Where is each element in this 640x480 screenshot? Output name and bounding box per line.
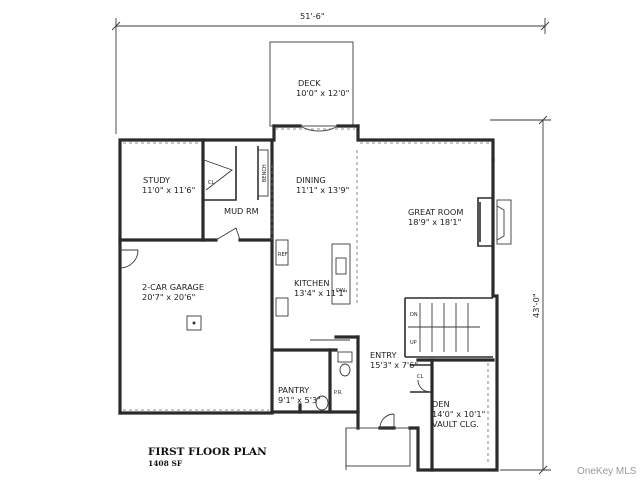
dining-label: DINING: [296, 175, 326, 185]
plan-title: FIRST FLOOR PLAN: [148, 446, 267, 458]
depth-dimension-label: 43'-0": [531, 293, 541, 318]
stair-down-label: DN: [410, 312, 418, 318]
dashed-lines: [123, 128, 490, 465]
entry-closet-label: CL: [417, 374, 423, 380]
refrigerator-label: REF: [278, 252, 288, 258]
width-dimension: 51'-6": [111, 11, 550, 134]
deck-size: 10'0" x 12'0": [296, 88, 349, 98]
plan-area: 1408 SF: [148, 459, 183, 468]
kitchen-label: KITCHEN: [294, 278, 329, 288]
study-label: STUDY: [143, 175, 171, 185]
great-room-size: 18'9" x 18'1": [408, 217, 461, 227]
doors-fixtures: [119, 125, 480, 470]
entry-label: ENTRY: [370, 350, 397, 360]
deck-outline: [269, 41, 354, 127]
dining-size: 11'1" x 13'9": [296, 185, 349, 195]
watermark: OneKey MLS: [577, 466, 637, 477]
den-size: 14'0" x 10'1": [432, 409, 485, 419]
pantry-size: 9'1" x 5'3": [278, 395, 321, 405]
powder-room-label: P.R.: [334, 390, 343, 396]
den-note: VAULT CLG.: [432, 419, 479, 429]
garage-label: 2-CAR GARAGE: [142, 282, 204, 292]
exterior-walls: [118, 124, 499, 472]
depth-dimension: 43'-0": [490, 115, 551, 475]
stair-up-label: UP: [410, 340, 417, 346]
deck-label: DECK: [298, 78, 321, 88]
width-dimension-label: 51'-6": [300, 11, 325, 21]
title-block: FIRST FLOOR PLAN 1408 SF: [148, 446, 267, 468]
study-size: 11'0" x 11'6": [142, 185, 195, 195]
entry-size: 15'3" x 7'6": [370, 360, 418, 370]
garage-size: 20'7" x 20'6": [142, 292, 195, 302]
pantry-label: PANTRY: [278, 385, 310, 395]
room-labels: DECK 10'0" x 12'0" STUDY 11'0" x 11'6" C…: [142, 78, 485, 429]
dishwasher-label: DW: [336, 288, 345, 294]
den-label: DEN: [432, 399, 450, 409]
kitchen-size: 13'4" x 11'1": [294, 288, 347, 298]
mud-closet-label: CL: [208, 180, 214, 186]
great-room-label: GREAT ROOM: [408, 207, 463, 217]
mud-room-label: MUD RM: [224, 206, 259, 216]
bench-label: BENCH: [262, 164, 268, 182]
